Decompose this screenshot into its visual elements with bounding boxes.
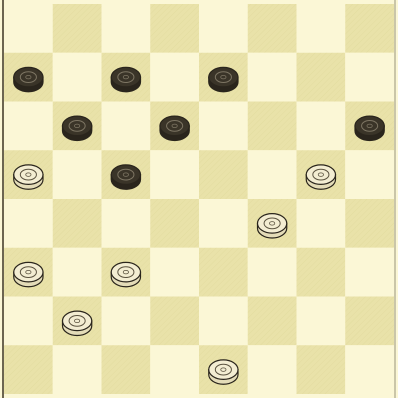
square-texture — [150, 297, 199, 346]
square-r0-c2[interactable] — [102, 4, 151, 53]
dark-checker-piece[interactable] — [111, 165, 140, 189]
square-r0-c4[interactable] — [199, 4, 248, 53]
square-texture — [297, 345, 346, 394]
square-texture — [297, 53, 346, 102]
square-r3-c1[interactable] — [53, 150, 102, 199]
square-r5-c5[interactable] — [248, 248, 297, 297]
square-r0-c0[interactable] — [4, 4, 53, 53]
square-texture — [248, 102, 297, 151]
square-r6-c4[interactable] — [199, 297, 248, 346]
square-r7-c1[interactable] — [53, 345, 102, 394]
square-r4-c6[interactable] — [297, 199, 346, 248]
square-r6-c6[interactable] — [297, 297, 346, 346]
piece-top — [306, 165, 335, 185]
light-checker-piece[interactable] — [306, 165, 335, 189]
square-r6-c0[interactable] — [4, 297, 53, 346]
dark-checker-piece[interactable] — [111, 67, 140, 91]
square-r2-c4[interactable] — [199, 102, 248, 151]
square-texture — [4, 345, 53, 394]
square-r4-c4[interactable] — [199, 199, 248, 248]
square-texture — [53, 199, 102, 248]
square-texture — [199, 248, 248, 297]
square-texture — [102, 345, 151, 394]
square-r5-c7[interactable] — [345, 248, 394, 297]
square-r7-c3[interactable] — [150, 345, 199, 394]
piece-top — [63, 116, 92, 136]
square-texture — [297, 248, 346, 297]
square-r2-c6[interactable] — [297, 102, 346, 151]
square-texture — [248, 297, 297, 346]
square-r1-c5[interactable] — [248, 53, 297, 102]
square-texture — [199, 150, 248, 199]
dark-checker-piece[interactable] — [160, 116, 189, 140]
piece-top — [14, 67, 43, 87]
dark-checker-piece[interactable] — [209, 67, 238, 91]
light-checker-piece[interactable] — [258, 214, 287, 238]
square-texture — [150, 4, 199, 53]
piece-top — [63, 311, 92, 331]
square-r2-c2[interactable] — [102, 102, 151, 151]
square-r4-c0[interactable] — [4, 199, 53, 248]
square-texture — [53, 4, 102, 53]
square-r7-c5[interactable] — [248, 345, 297, 394]
piece-top — [111, 67, 140, 87]
square-r3-c5[interactable] — [248, 150, 297, 199]
piece-top — [160, 116, 189, 136]
piece-top — [355, 116, 384, 136]
square-r0-c6[interactable] — [297, 4, 346, 53]
square-r5-c1[interactable] — [53, 248, 102, 297]
light-checker-piece[interactable] — [63, 311, 92, 335]
square-texture — [248, 4, 297, 53]
light-checker-piece[interactable] — [14, 165, 43, 189]
square-texture — [345, 297, 394, 346]
square-texture — [150, 199, 199, 248]
square-r5-c3[interactable] — [150, 248, 199, 297]
square-r1-c1[interactable] — [53, 53, 102, 102]
light-checker-piece[interactable] — [14, 262, 43, 286]
piece-top — [209, 360, 238, 380]
square-r1-c3[interactable] — [150, 53, 199, 102]
light-checker-piece[interactable] — [111, 262, 140, 286]
square-r1-c7[interactable] — [345, 53, 394, 102]
dark-checker-piece[interactable] — [63, 116, 92, 140]
piece-top — [111, 165, 140, 185]
piece-top — [209, 67, 238, 87]
dark-checker-piece[interactable] — [14, 67, 43, 91]
piece-top — [14, 262, 43, 282]
square-r3-c3[interactable] — [150, 150, 199, 199]
light-checker-piece[interactable] — [209, 360, 238, 384]
piece-top — [258, 214, 287, 234]
square-r6-c2[interactable] — [102, 297, 151, 346]
square-texture — [345, 4, 394, 53]
dark-checker-piece[interactable] — [355, 116, 384, 140]
square-r2-c0[interactable] — [4, 102, 53, 151]
square-r3-c7[interactable] — [345, 150, 394, 199]
piece-top — [111, 262, 140, 282]
square-r7-c7[interactable] — [345, 345, 394, 394]
piece-top — [14, 165, 43, 185]
square-r4-c2[interactable] — [102, 199, 151, 248]
square-texture — [345, 199, 394, 248]
